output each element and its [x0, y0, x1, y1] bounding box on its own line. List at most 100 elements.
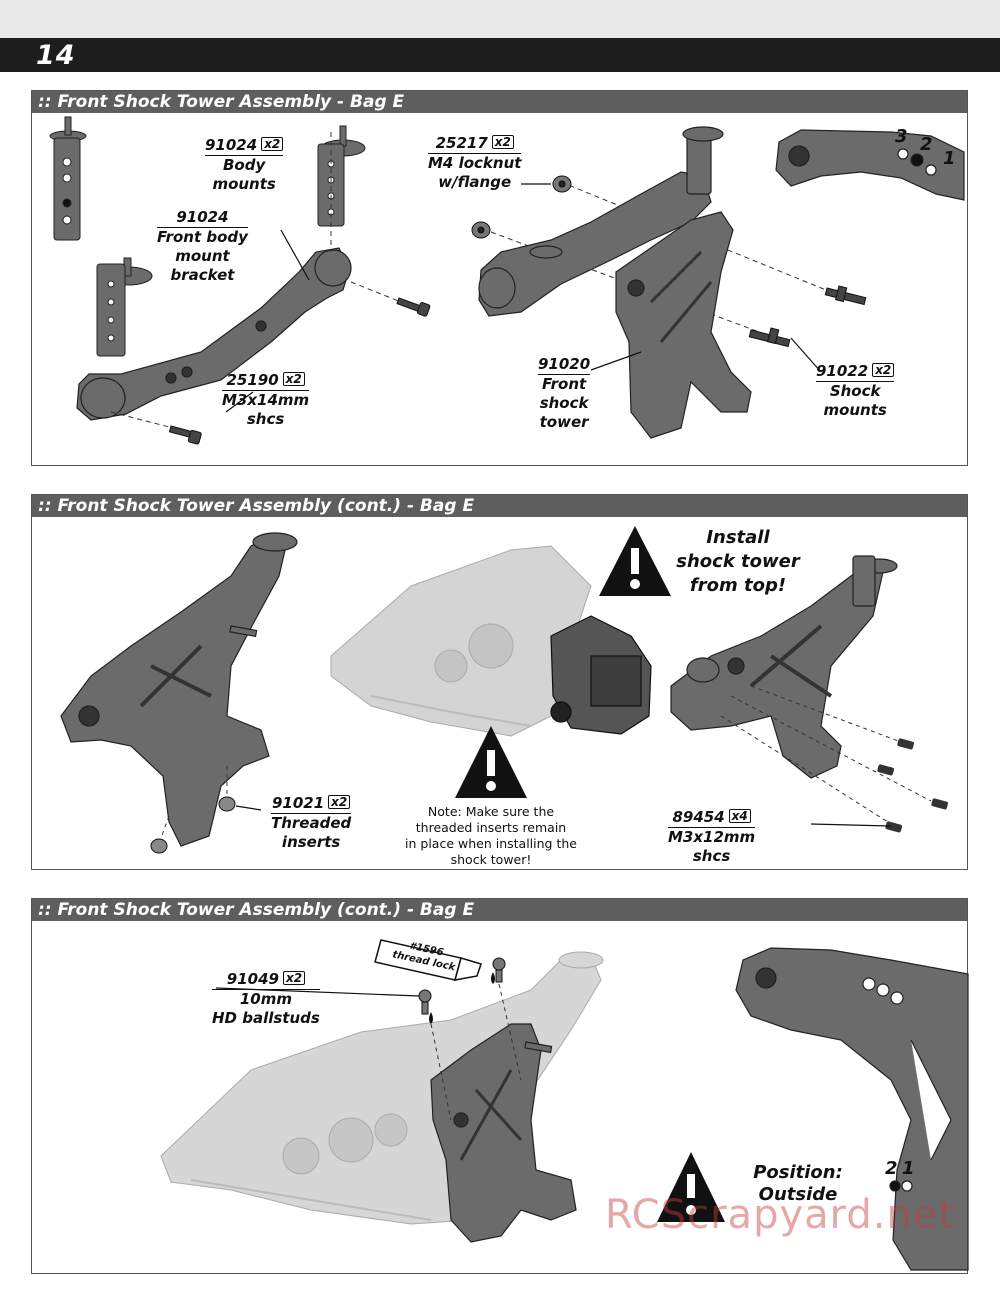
threaded-insert-1	[218, 796, 236, 812]
name-tower-1: Front	[542, 375, 587, 393]
locknut-2	[471, 221, 491, 239]
name-ballstuds-2: HD ballstuds	[212, 1009, 320, 1027]
note-line-1: Note: Make sure the	[427, 804, 555, 819]
position-outside-text: Position: Outside	[740, 1162, 856, 1206]
warning-install-shock-tower-text: Install shock tower from top!	[672, 526, 804, 598]
warning-icon-install	[599, 526, 671, 596]
page-number: 14	[36, 40, 76, 71]
watermark: RCScrapyard.net	[605, 1192, 956, 1238]
qty-shock-mounts: x2	[872, 363, 895, 377]
tower-hole-position-inset	[775, 129, 965, 201]
shock-tower-left-view	[60, 532, 298, 847]
warning-icon-note	[455, 726, 527, 798]
qty-body-mounts: x2	[261, 137, 284, 151]
shock-tower-section-3	[430, 1023, 577, 1243]
section-1-header: :: Front Shock Tower Assembly - Bag E	[32, 91, 967, 113]
qty-screw-m3x14: x2	[282, 372, 305, 386]
name-bracket-2: mount	[175, 247, 230, 265]
front-body-mount-bracket	[76, 247, 352, 421]
front-gearbox	[550, 615, 652, 735]
part-number-screw-m3x12: 89454	[672, 808, 725, 826]
section-3-illustration	[160, 939, 969, 1271]
part-number-shock-mounts: 91022	[816, 362, 869, 380]
hole-number-1: 1	[943, 148, 956, 169]
name-threaded-inserts-2: inserts	[281, 833, 341, 851]
insert-guide-lines	[160, 766, 228, 839]
part-number-screw-m3x14: 25190	[226, 371, 279, 389]
part-number-threaded-inserts: 91021	[271, 794, 325, 812]
section-1-illustration	[49, 116, 965, 445]
thread-lock-drops	[429, 972, 495, 1024]
hole-number-1-s3: 1	[902, 1158, 915, 1179]
screw-m3x12-4	[885, 821, 903, 833]
name-tower-3: tower	[539, 413, 589, 431]
body-mount-lower	[96, 257, 153, 357]
note-line-4: shock tower!	[450, 852, 532, 867]
note-threaded-inserts: Note: Make sure the threaded inserts rem…	[380, 804, 602, 868]
name-bracket-3: bracket	[170, 266, 235, 284]
warning-line-1: Install	[706, 527, 770, 548]
name-shock-mounts-1: Shock	[829, 382, 881, 400]
section-2-title: :: Front Shock Tower Assembly (cont.) - …	[38, 496, 475, 516]
screw-m3x14-bottom	[168, 425, 202, 445]
label-front-body-mount-bracket: 91024 Front body mount bracket	[157, 208, 248, 285]
name-screw-m3x14-2: shcs	[246, 410, 285, 428]
screw-m3x12-1	[897, 738, 915, 750]
hole-number-2-s3: 2	[885, 1158, 898, 1179]
body-mount-upper	[317, 125, 366, 227]
bracket-assembly-middle	[478, 126, 724, 317]
qty-ballstuds: x2	[282, 971, 306, 985]
qty-threaded-inserts: x2	[328, 795, 351, 809]
name-shock-mounts-2: mounts	[823, 401, 887, 419]
shock-tower-installed-view	[670, 555, 898, 779]
name-tower-2: shock	[539, 394, 589, 412]
thread-lock-tube	[374, 939, 482, 981]
part-number-locknut: 25217	[435, 134, 488, 152]
screw-m3x12-3	[931, 798, 949, 810]
section-3-header: :: Front Shock Tower Assembly (cont.) - …	[32, 899, 967, 921]
page-header-bar	[0, 38, 1000, 72]
part-number-tower: 91020	[538, 355, 591, 375]
leader-lines-section-1	[225, 183, 822, 413]
locknut-1	[552, 175, 572, 193]
label-front-shock-tower: 91020 Front shock tower	[538, 355, 591, 432]
screw-m3x14-top	[396, 297, 431, 317]
name-locknut-2: w/flange	[438, 173, 512, 191]
section-2-header: :: Front Shock Tower Assembly (cont.) - …	[32, 495, 967, 517]
part-number-body-mounts: 91024	[205, 136, 258, 154]
name-ballstuds-1: 10mm	[239, 990, 292, 1008]
position-line-2: Outside	[758, 1184, 838, 1205]
name-screw-m3x12-2: shcs	[692, 847, 731, 865]
section-1-title: :: Front Shock Tower Assembly - Bag E	[38, 92, 405, 112]
hole-number-3: 3	[895, 126, 908, 147]
ballstud-2	[492, 957, 506, 983]
section-2-illustration	[60, 526, 949, 854]
ballstud-1	[418, 989, 432, 1015]
threaded-insert-2	[150, 838, 168, 854]
warning-line-3: from top!	[689, 575, 787, 596]
note-line-2: threaded inserts remain	[415, 820, 567, 835]
name-screw-m3x12-1: M3x12mm	[668, 828, 756, 846]
note-line-3: in place when installing the	[405, 836, 577, 851]
shock-mount-2	[748, 327, 791, 348]
front-shock-tower	[615, 211, 752, 439]
name-screw-m3x14-1: M3x14mm	[222, 391, 310, 409]
leader-lines-section-2	[235, 805, 892, 827]
shock-mount-1	[824, 285, 867, 306]
warning-line-2: shock tower	[676, 551, 800, 572]
section-2-guide-lines	[720, 685, 932, 825]
body-mount-post-reference	[49, 116, 87, 241]
hole-number-2: 2	[920, 134, 933, 155]
part-number-bracket: 91024	[157, 208, 248, 228]
warning-icon-position	[657, 1152, 725, 1222]
name-threaded-inserts-1: Threaded	[271, 814, 352, 832]
name-body-mounts-1: Body	[223, 156, 266, 174]
page-top-margin	[0, 0, 1000, 38]
